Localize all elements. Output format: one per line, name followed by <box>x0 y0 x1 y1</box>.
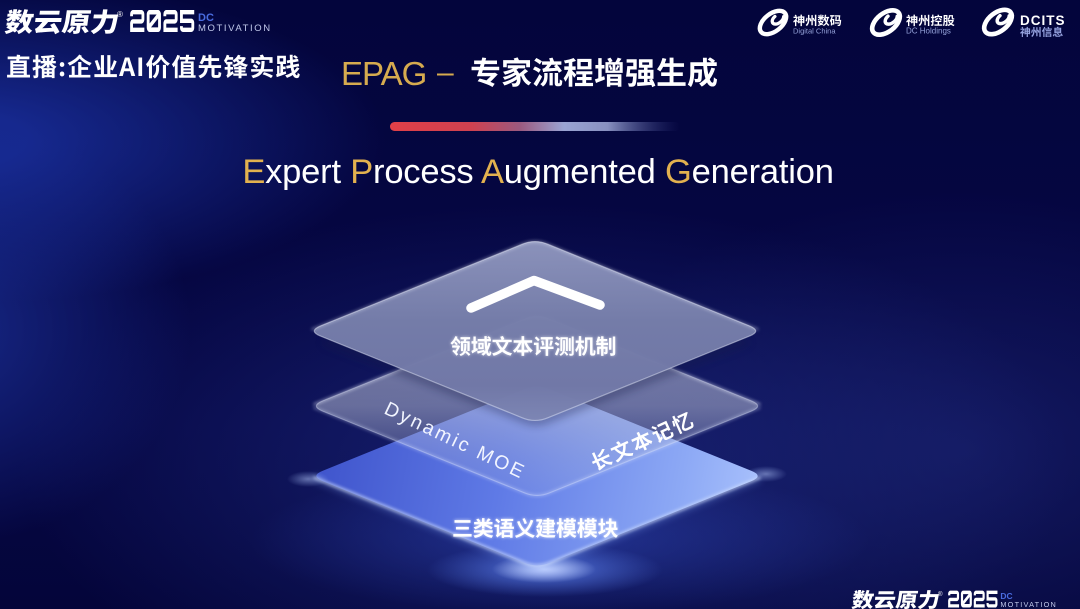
svg-text:Digital China: Digital China <box>793 27 836 36</box>
svg-text:DC Holdings: DC Holdings <box>906 27 951 36</box>
svg-text:–: – <box>437 56 454 89</box>
svg-text:DCITS: DCITS <box>1020 13 1066 28</box>
svg-text:EPAG: EPAG <box>341 55 426 92</box>
svg-text:Expert Process Augmented Gener: Expert Process Augmented Generation <box>242 153 833 191</box>
